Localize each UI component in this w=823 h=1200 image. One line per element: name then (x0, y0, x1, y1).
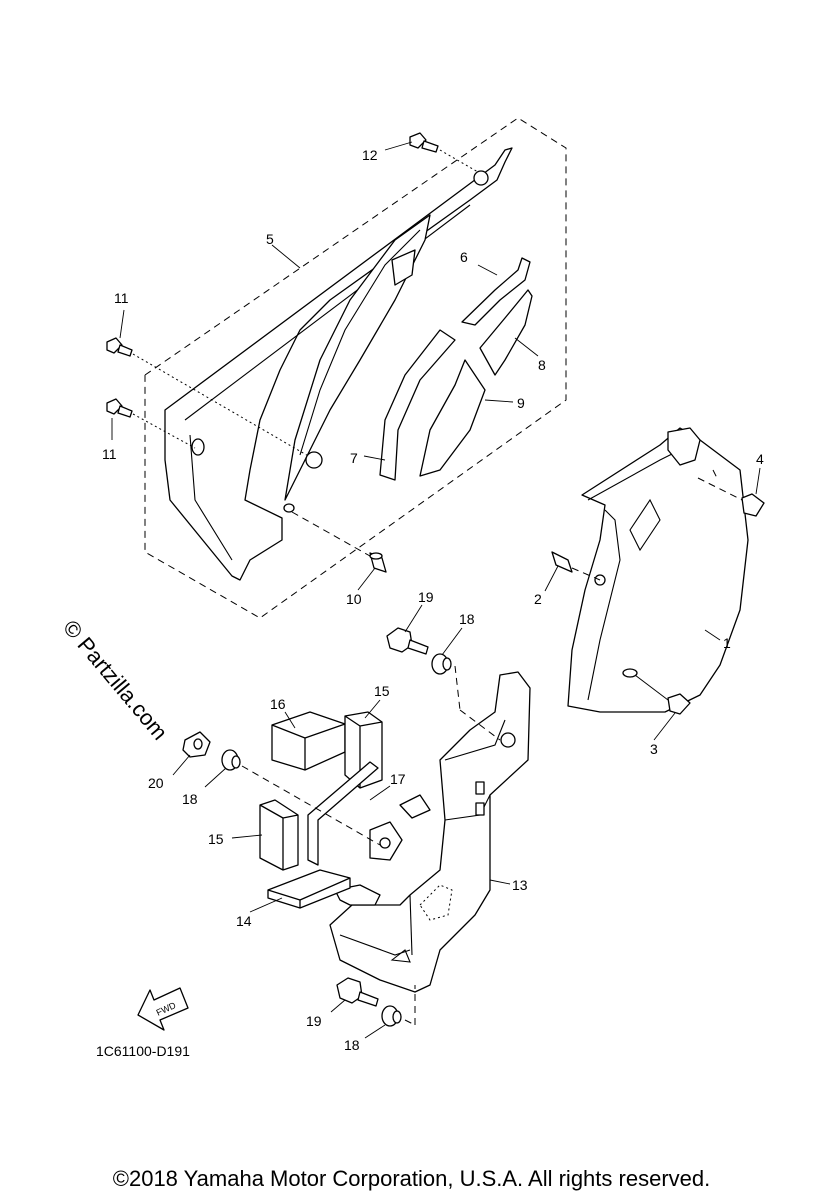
callout-5: 5 (266, 231, 274, 247)
leader-lines (111, 141, 761, 1039)
callout-14: 14 (236, 913, 252, 929)
pad-part-8[interactable] (479, 289, 533, 376)
rubber-pad-part-16[interactable] (271, 711, 346, 771)
copyright-notice: ©2018 Yamaha Motor Corporation, U.S.A. A… (112, 1166, 711, 1191)
callout-17: 17 (390, 771, 406, 787)
fwd-arrow-icon: FWD (137, 987, 189, 1031)
washer-part-18-upper[interactable] (431, 653, 501, 741)
callout-8: 8 (538, 357, 546, 373)
callout-15-upper: 15 (374, 683, 390, 699)
bolt-part-19-upper[interactable] (386, 627, 429, 655)
grommet-part-2[interactable] (551, 551, 601, 581)
callout-18-left: 18 (182, 791, 198, 807)
callout-2: 2 (534, 591, 542, 607)
callout-9: 9 (517, 395, 525, 411)
callout-6: 6 (460, 249, 468, 265)
bolt-part-19-lower[interactable] (336, 977, 379, 1007)
pad-part-6[interactable] (461, 257, 531, 326)
bolt-part-4[interactable] (697, 469, 765, 517)
callout-13: 13 (512, 877, 528, 893)
rubber-pad-part-17[interactable] (307, 761, 379, 866)
rubber-pad-part-15-lower[interactable] (259, 799, 299, 871)
callout-18-upper: 18 (459, 611, 475, 627)
side-cover-part-1[interactable] (567, 427, 749, 713)
callout-20: 20 (148, 775, 164, 791)
bolt-part-11-lower[interactable] (106, 398, 196, 449)
callout-12: 12 (362, 147, 378, 163)
callout-7: 7 (350, 450, 358, 466)
assembly-frame-dashed (144, 117, 567, 619)
bolt-part-11-upper[interactable] (106, 337, 311, 458)
callout-11-lower: 11 (102, 446, 117, 462)
bolt-part-12[interactable] (409, 132, 479, 173)
callout-labels: 12 5 6 11 8 9 11 7 4 10 2 19 18 1 15 16 … (102, 147, 764, 1053)
callout-4: 4 (756, 451, 764, 467)
callout-11-upper: 11 (114, 290, 129, 306)
side-cover-frame-part-5[interactable] (164, 147, 513, 581)
callout-16: 16 (270, 696, 286, 712)
strip-part-7[interactable] (379, 329, 456, 481)
diagram-code: 1C61100-D191 (96, 1043, 190, 1059)
nut-part-20[interactable] (182, 731, 211, 758)
callout-15-lower: 15 (208, 831, 224, 847)
watermark: © Partzilla.com (58, 615, 172, 745)
pad-part-9[interactable] (419, 359, 486, 477)
callout-19-upper: 19 (418, 589, 434, 605)
collar-part-10[interactable] (291, 511, 387, 573)
bolt-part-3[interactable] (634, 674, 691, 715)
callout-10: 10 (346, 591, 362, 607)
washer-part-18-lower[interactable] (381, 985, 416, 1027)
callout-19-lower: 19 (306, 1013, 322, 1029)
rubber-pad-part-14[interactable] (267, 869, 351, 909)
callout-18-lower: 18 (344, 1037, 360, 1053)
callout-1: 1 (723, 635, 731, 651)
battery-box-part-13[interactable] (329, 671, 531, 993)
callout-3: 3 (650, 741, 658, 757)
washer-part-18-left[interactable] (221, 749, 381, 846)
